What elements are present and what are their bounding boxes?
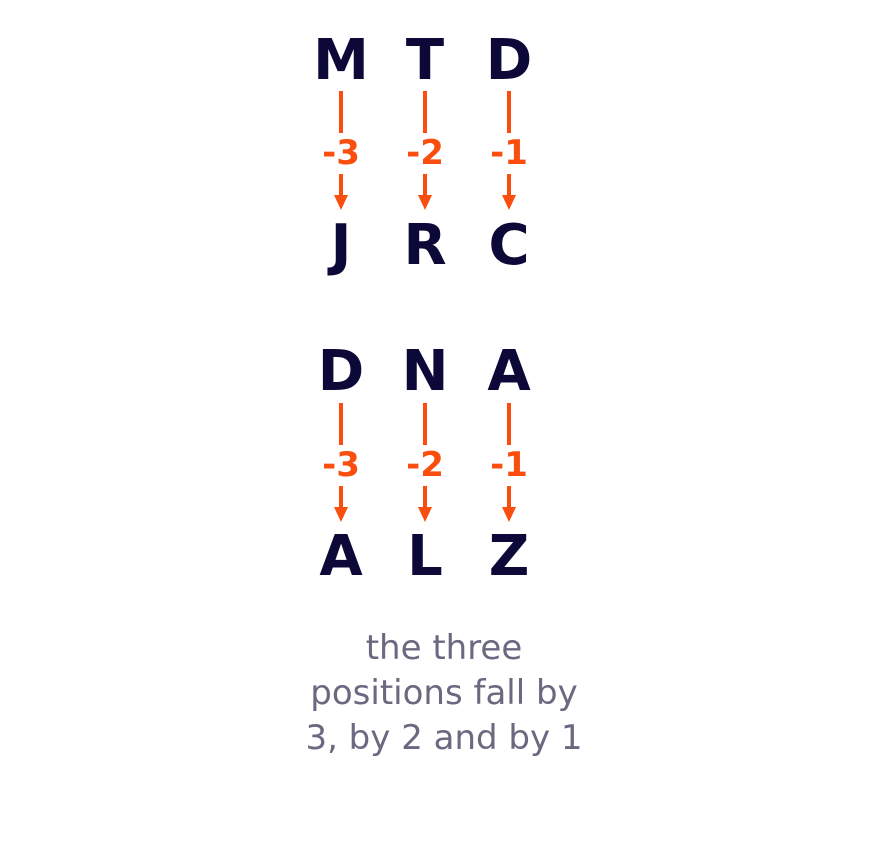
group1-top-letter-3: D [485,28,533,93]
group2-connector-1 [334,403,348,522]
group2-top-letter-3: A [487,339,531,404]
group2-connector-3 [502,403,516,522]
group2-shift-2: -2 [406,445,444,485]
group1-shift-2: -2 [406,133,444,173]
caption-text: the three positions fall by 3, by 2 and … [305,628,583,758]
group2-top-letter-2: N [401,339,449,404]
group2-shift-1: -3 [322,445,360,485]
group2-connector-2 [418,403,432,522]
group2-top-letter-1: D [317,339,365,404]
group1-bottom-letter-3: C [488,213,530,278]
group1-connector-3 [502,91,516,210]
group1-shift-1: -3 [322,133,360,173]
cipher-diagram: M T D -3 -2 -1 J R C D N A -3 -2 -1 [313,28,533,589]
group1-connector-1 [334,91,348,210]
group2-bottom-letter-3: Z [488,524,530,589]
group2-bottom-letter-2: L [407,524,443,589]
group1-bottom-letter-2: R [403,213,447,278]
group1-top-letter-2: T [405,28,445,93]
group1-shift-3: -1 [490,133,528,173]
group1-top-letter-1: M [313,28,369,93]
group2-shift-3: -1 [490,445,528,485]
group1-connector-2 [418,91,432,210]
group1-bottom-letter-1: J [330,213,352,278]
group2-bottom-letter-1: A [319,524,363,589]
